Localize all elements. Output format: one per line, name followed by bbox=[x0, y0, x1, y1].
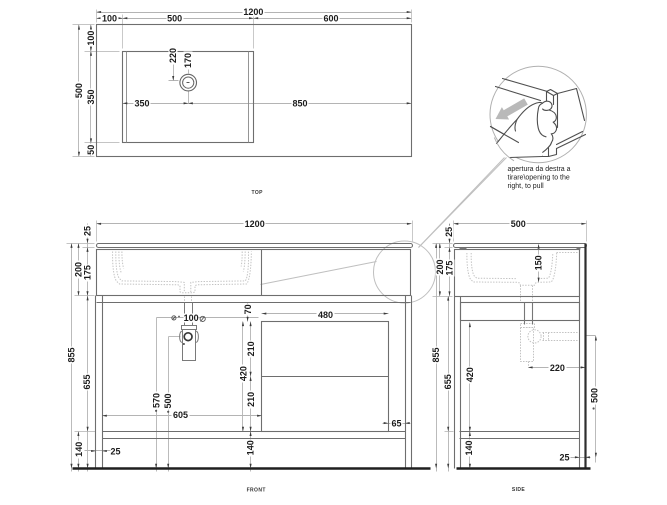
svg-text:25: 25 bbox=[444, 227, 454, 237]
svg-text:FRONT: FRONT bbox=[247, 488, 266, 494]
svg-text:500: 500 bbox=[167, 13, 182, 23]
svg-text:855: 855 bbox=[431, 347, 441, 362]
svg-text:25: 25 bbox=[83, 226, 93, 236]
svg-text:500: 500 bbox=[163, 393, 173, 408]
svg-text:570: 570 bbox=[151, 393, 161, 408]
svg-text:600: 600 bbox=[323, 13, 338, 23]
svg-text:605: 605 bbox=[173, 410, 188, 420]
svg-text:500: 500 bbox=[511, 219, 526, 229]
svg-text:175: 175 bbox=[444, 261, 454, 276]
svg-text:25: 25 bbox=[559, 453, 569, 463]
svg-text:tirare\opening to the: tirare\opening to the bbox=[508, 175, 570, 182]
svg-text:140: 140 bbox=[464, 440, 474, 455]
svg-text:200: 200 bbox=[435, 259, 445, 274]
svg-text:140: 140 bbox=[246, 440, 256, 455]
svg-text:175: 175 bbox=[83, 265, 93, 280]
svg-text:25: 25 bbox=[111, 446, 121, 456]
svg-text:65: 65 bbox=[391, 418, 401, 428]
svg-text:70: 70 bbox=[243, 304, 253, 314]
svg-text:200: 200 bbox=[74, 262, 84, 277]
svg-text:TOP: TOP bbox=[252, 190, 264, 196]
svg-text:220: 220 bbox=[550, 363, 565, 373]
svg-text:855: 855 bbox=[66, 347, 76, 362]
svg-text:140: 140 bbox=[74, 442, 84, 457]
svg-text:500: 500 bbox=[590, 388, 600, 403]
svg-text:100: 100 bbox=[102, 13, 117, 23]
svg-text:50: 50 bbox=[86, 145, 96, 155]
svg-text:170: 170 bbox=[183, 53, 193, 68]
svg-text:480: 480 bbox=[318, 310, 333, 320]
svg-text:1200: 1200 bbox=[245, 219, 265, 229]
svg-text:210: 210 bbox=[246, 392, 256, 407]
svg-text:420: 420 bbox=[238, 366, 248, 381]
svg-text:210: 210 bbox=[246, 341, 256, 356]
svg-text:655: 655 bbox=[82, 374, 92, 389]
svg-text:SIDE: SIDE bbox=[512, 487, 526, 493]
svg-text:100: 100 bbox=[86, 31, 96, 46]
svg-text:500: 500 bbox=[74, 83, 84, 98]
svg-text:150: 150 bbox=[534, 255, 544, 270]
svg-text:350: 350 bbox=[86, 89, 96, 104]
svg-text:100: 100 bbox=[184, 313, 199, 323]
svg-text:1200: 1200 bbox=[243, 7, 263, 17]
svg-text:655: 655 bbox=[443, 374, 453, 389]
svg-text:220: 220 bbox=[168, 48, 178, 63]
svg-text:right, to pull: right, to pull bbox=[508, 183, 545, 190]
svg-text:850: 850 bbox=[292, 99, 307, 109]
svg-text:350: 350 bbox=[134, 99, 149, 109]
svg-text:420: 420 bbox=[465, 367, 475, 382]
svg-text:apertura da destra a: apertura da destra a bbox=[508, 166, 571, 173]
